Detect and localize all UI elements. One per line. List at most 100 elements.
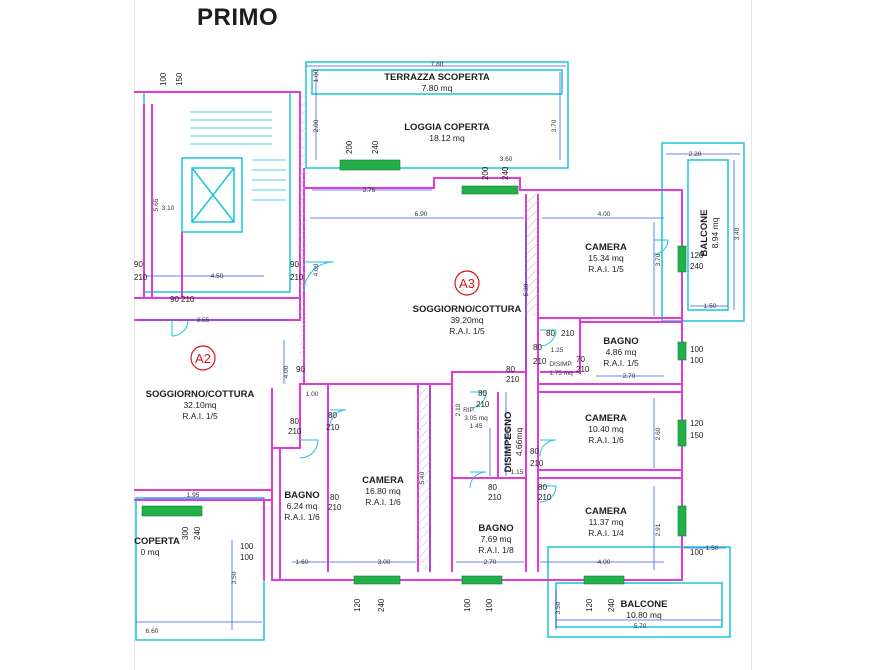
dim-1-50-top: 1.50 — [704, 303, 717, 310]
dim-4-00-top: 4.00 — [598, 211, 611, 218]
floor-title: PRIMO — [197, 4, 279, 31]
soggiorno-a2-area: 32.10mq — [183, 400, 216, 410]
dim-3-75: 3.75 — [363, 187, 376, 194]
camera-a3-4-area: 16.80 mq — [365, 486, 401, 496]
code-240-coperta: 240 — [193, 526, 202, 540]
bagno-a3-2-name: BAGNO — [478, 523, 513, 534]
dimension-figures: 7.80 3.75 6.90 4.00 3.60 2.70 2.70 4.00 … — [146, 61, 741, 635]
windows — [141, 159, 687, 585]
code-80-bagno-a2: 80 — [290, 417, 299, 426]
code-150-camera2: 150 — [690, 431, 704, 440]
coperta-a2-name: COPERTA — [134, 536, 180, 547]
disimpegno-area: 4.66mq — [514, 428, 524, 457]
dim-6-60: 6.60 — [146, 628, 159, 635]
code-90-a2-door: 90 — [296, 365, 305, 374]
camera-a3-1-rai: R.A.I. 1/5 — [588, 264, 624, 274]
soggiorno-a2-rai: R.A.I. 1/5 — [182, 411, 218, 421]
dim-2-70-bottom: 2.70 — [484, 559, 497, 566]
code-300-coperta: 300 — [181, 526, 190, 540]
code-240-bottom-a: 240 — [377, 598, 386, 612]
dim-2-91-vertical: 2.91 — [655, 523, 662, 536]
dim-3-70-loggia: 3.70 — [551, 119, 558, 132]
code-210-a2-left: 210 — [134, 273, 148, 282]
dim-2-45-vertical: 2.45 — [505, 427, 512, 440]
dim-2-60-vertical: 2.60 — [655, 427, 662, 440]
code-80-disimp-a: 80 — [533, 343, 542, 352]
code-100-top: 100 — [159, 72, 168, 86]
code-240-bottom-d: 240 — [607, 598, 616, 612]
code-80-rip: 80 — [478, 389, 487, 398]
camera-a3-1-area: 15.34 mq — [588, 253, 624, 263]
unit-a3-marker: A3 — [454, 270, 480, 296]
code-100-coperta-b: 100 — [240, 553, 254, 562]
stair-treads — [190, 111, 286, 201]
dim-3-60: 3.60 — [500, 156, 513, 163]
code-200-loggia: 200 — [345, 140, 354, 154]
bagno-a2-name: BAGNO — [284, 490, 319, 501]
dim-3-50-vertical: 3.50 — [231, 571, 238, 584]
dim-3-55: 3.55 — [197, 317, 210, 324]
code-100-bottom-b: 100 — [463, 598, 472, 612]
dim-3-70-vertical: 3.70 — [655, 253, 662, 266]
dim-5-60-vertical: 5.40 — [419, 471, 426, 484]
bagno-a3-2-area: 7.69 mq — [481, 534, 512, 544]
bagno-a3-2-rai: R.A.I. 1/8 — [478, 545, 514, 555]
code-210-bagno: 210 — [561, 329, 575, 338]
dim-4-00-bottom: 4.00 — [598, 559, 611, 566]
bagno-a2-area: 6.24 mq — [287, 501, 318, 511]
dim-7-80: 7.80 — [431, 61, 444, 68]
code-200-soggiorno: 200 — [481, 166, 490, 180]
rip-area: 3.05 mq — [464, 415, 488, 422]
dim-5-30-vertical: 5.30 — [523, 283, 530, 296]
dim-1-60: 1.60 — [296, 559, 309, 566]
code-120-bottom-a: 120 — [353, 598, 362, 612]
code-210-rip: 210 — [476, 400, 490, 409]
balcone-top-area: 8.94 mq — [710, 217, 720, 248]
unit-a2-label: A2 — [195, 351, 211, 366]
camera-a3-2-area: 10.40 mq — [588, 424, 624, 434]
dim-2-10-rip: 2.10 — [455, 403, 462, 416]
balcone-top-label-group: BALCONE 8.94 mq — [699, 210, 720, 257]
code-90-a2-left: 90 — [134, 260, 143, 269]
dim-2-70-right: 2.70 — [623, 373, 636, 380]
loggia-area: 18.12 mq — [429, 133, 465, 143]
code-100-bagno-b: 100 — [690, 356, 704, 365]
stair-core-frame — [143, 91, 291, 293]
dim-5-70: 5.70 — [634, 623, 647, 630]
code-90-a2: 90 — [290, 260, 299, 269]
disimpegno-label-group: DISIMPEGNO 4.66mq — [503, 412, 524, 473]
dim-1-15: 1.15 — [511, 469, 524, 476]
code-210-camera4: 210 — [326, 423, 340, 432]
balcone-top-frame — [661, 142, 745, 322]
camera-a3-3-rai: R.A.I. 1/4 — [588, 528, 624, 538]
disimp-name: DISIMP. — [549, 361, 573, 368]
unit-a3-label: A3 — [459, 276, 475, 291]
code-120-camera1: 120 — [690, 251, 704, 260]
balcone-top-name: BALCONE — [699, 210, 710, 257]
code-90-entry: 90 — [170, 295, 179, 304]
code-240-camera1: 240 — [690, 262, 704, 271]
code-150-top: 150 — [175, 72, 184, 86]
camera-a3-4-rai: R.A.I. 1/6 — [365, 497, 401, 507]
dim-1-95: 1.95 — [187, 492, 200, 499]
wall-hatch — [300, 92, 538, 570]
camera-a3-2-rai: R.A.I. 1/6 — [588, 435, 624, 445]
camera-a3-4-name: CAMERA — [362, 475, 404, 486]
code-210-a2: 210 — [290, 273, 304, 282]
code-80-bagno2: 80 — [488, 483, 497, 492]
dim-6-90: 6.90 — [415, 211, 428, 218]
soggiorno-a3-name: SOGGIORNO/COTTURA — [413, 304, 522, 315]
code-210-camera3: 210 — [538, 493, 552, 502]
code-100-camera3: 100 — [690, 548, 704, 557]
bagno-a3-1-rai: R.A.I. 1/5 — [603, 358, 639, 368]
bagno-a3-1-area: 4.86 mq — [606, 347, 637, 357]
bagno-a2-rai: R.A.I. 1/6 — [284, 512, 320, 522]
dim-3-00: 3.00 — [378, 559, 391, 566]
right-margin — [751, 0, 893, 670]
camera-a3-3-name: CAMERA — [585, 506, 627, 517]
code-120-bottom-d: 120 — [585, 598, 594, 612]
rip-name: RIP. — [463, 407, 475, 414]
terrazza-name: TERRAZZA SCOPERTA — [384, 72, 490, 83]
doors — [171, 239, 669, 503]
